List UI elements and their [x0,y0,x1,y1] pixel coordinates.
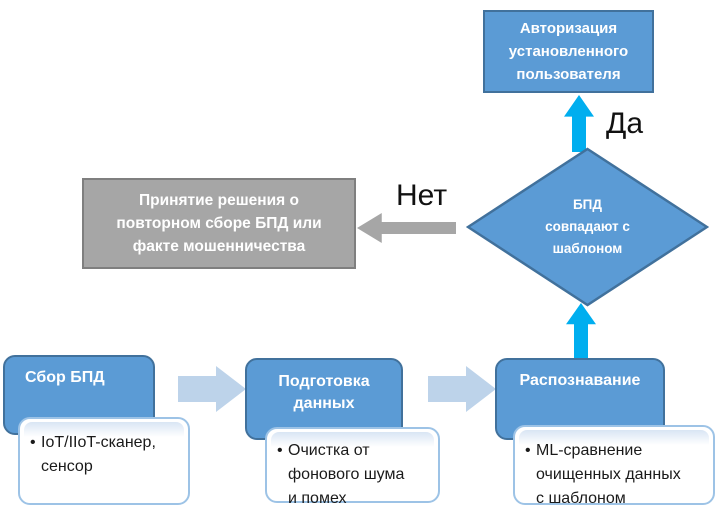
edge-label-yes: Да [606,107,644,140]
recognize-detail-text: ML-сравнение очищенных данных с шаблоном [536,442,681,507]
callout-accent-band [519,430,709,445]
bullet-icon: • [30,434,36,451]
decision-label: БПД совпадают с шаблоном [545,197,630,256]
bullet-icon: • [277,442,283,459]
node-authorization: Авторизация установленного пользователя [483,10,654,93]
prepare-detail-text: Очистка от фонового шума и помех [288,442,405,507]
callout-accent-band [271,432,434,447]
node-fraud-decision: Принятие решения о повторном сборе БПД и… [82,178,356,269]
arrow-no-left-icon [357,213,456,243]
bullet-icon: • [525,442,531,459]
callout-accent-band [24,422,184,437]
node-decision-diamond: БПД совпадают с шаблоном [466,147,709,307]
callout-collect-detail: • IoT/IIoT-сканер, сенсор [18,417,190,505]
diamond-shape [466,147,709,307]
collect-detail-text: IoT/IIoT-сканер, сенсор [41,434,156,475]
arrow-recognize-to-decision-icon [566,303,596,359]
callout-prepare-detail: • Очистка от фонового шума и помех [265,427,440,507]
edge-label-no: Нет [396,179,448,212]
arrow-collect-to-prepare-icon [178,366,246,412]
arrow-prepare-to-recognize-icon [428,366,496,412]
callout-recognize-detail: • ML-сравнение очищенных данных с шаблон… [513,425,715,507]
node-step-prepare: Подготовка данных [245,358,403,440]
arrow-yes-up-icon [564,95,594,152]
